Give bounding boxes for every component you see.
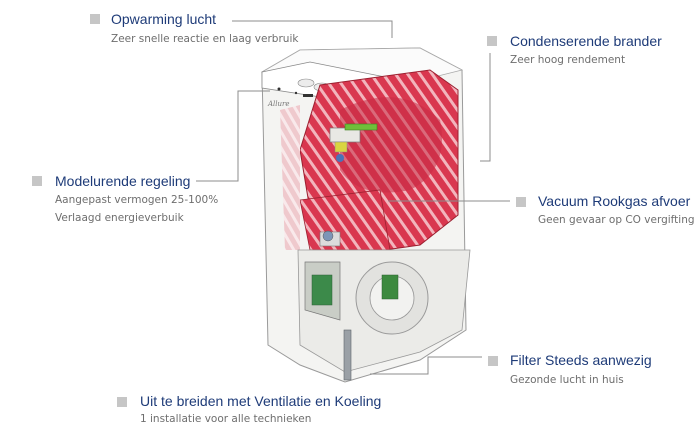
bullet-square-icon xyxy=(487,36,497,46)
callout-subtext: Verlaagd energieverbuik xyxy=(55,212,184,224)
callout-subtext: Zeer snelle reactie en laag verbruik xyxy=(111,33,299,45)
callout-title: Vacuum Rookgas afvoer xyxy=(538,193,691,209)
callout-subtext: Gezonde lucht in huis xyxy=(510,374,624,386)
bullet-square-icon xyxy=(516,197,526,207)
bullet-square-icon xyxy=(117,397,127,407)
bullet-square-icon xyxy=(32,176,42,186)
leader-lines xyxy=(196,20,510,375)
callout-subtext: Zeer hoog rendement xyxy=(510,54,626,66)
callout-subtext: Geen gevaar op CO vergifting xyxy=(538,214,695,226)
burner-assembly xyxy=(319,123,378,247)
callout-title: Opwarming lucht xyxy=(111,11,217,27)
brand-label: Allure xyxy=(267,100,290,108)
callout-title: Modelurende regeling xyxy=(55,173,191,189)
leader-line-modelurende xyxy=(196,90,270,182)
leader-line-filter xyxy=(370,356,482,375)
callout-subtext: 1 installatie voor alle technieken xyxy=(140,413,312,425)
callout-subtext: Aangepast vermogen 25-100% xyxy=(55,194,219,206)
callout-title: Condenserende brander xyxy=(510,33,662,49)
bullet-square-icon xyxy=(488,356,498,366)
leader-line-opwarming xyxy=(232,20,393,38)
bullet-square-icon xyxy=(90,14,100,24)
leader-line-condenserende xyxy=(480,53,491,162)
blower-compartment xyxy=(297,249,471,381)
callout-title: Uit te breiden met Ventilatie en Koeling xyxy=(140,393,382,409)
callout-title: Filter Steeds aanwezig xyxy=(510,352,652,368)
